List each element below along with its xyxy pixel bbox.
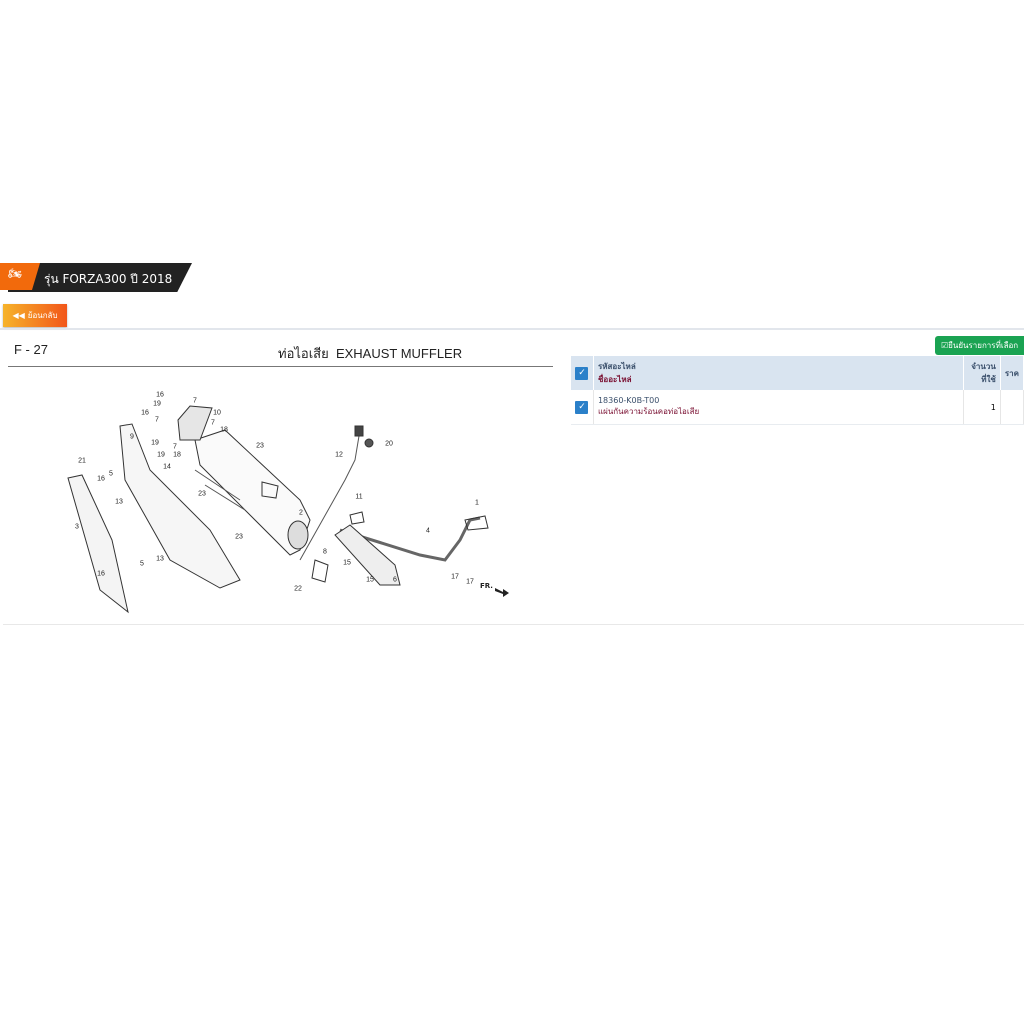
checkbox-icon: ☑ bbox=[941, 341, 949, 350]
part-price bbox=[1000, 390, 1024, 425]
part-qty: 1 bbox=[963, 390, 1001, 425]
motorcycle-icon: 🏍 bbox=[8, 267, 22, 280]
header-qty: จำนวน bbox=[971, 362, 996, 371]
callout-number: 13 bbox=[156, 555, 164, 563]
back-button[interactable]: ◀◀ ย้อนกลับ bbox=[3, 304, 67, 327]
double-chevron-left-icon: ◀◀ bbox=[12, 311, 25, 320]
part-name: แผ่นกันความร้อนคอท่อไอเสีย bbox=[597, 407, 700, 416]
confirm-label: ยืนยันรายการที่เลือก bbox=[948, 341, 1019, 350]
callout-number: 8 bbox=[323, 548, 327, 556]
callout-number: 7 bbox=[211, 419, 215, 427]
callout-number: 16 bbox=[97, 475, 105, 483]
callout-number: 10 bbox=[213, 409, 221, 417]
callout-number: 16 bbox=[156, 391, 164, 399]
figure-title: ท่อไอเสีย EXHAUST MUFFLER bbox=[278, 346, 463, 361]
row-checkbox[interactable]: ✓ bbox=[575, 400, 589, 414]
callout-number: 12 bbox=[335, 451, 343, 459]
part-code: 18360-K0B-T00 bbox=[597, 396, 660, 405]
callout-number: 1 bbox=[475, 499, 479, 507]
callout-number: 15 bbox=[343, 559, 351, 567]
back-button-label: ย้อนกลับ bbox=[27, 311, 58, 320]
callout-number: 17 bbox=[451, 573, 459, 581]
model-title: รุ่น FORZA300 ปี 2018 bbox=[44, 272, 173, 286]
callout-number: 19 bbox=[151, 439, 159, 447]
figure-code: F - 27 bbox=[14, 342, 48, 357]
callout-number: 23 bbox=[198, 490, 206, 498]
table-row: ✓ 18360-K0B-T00 แผ่นกันความร้อนคอท่อไอเสี… bbox=[571, 390, 1024, 425]
callout-number: 14 bbox=[163, 463, 171, 471]
callout-number: 15 bbox=[366, 576, 374, 584]
exhaust-parts-diagram: FR. bbox=[67, 405, 509, 614]
callout-number: 9 bbox=[130, 433, 134, 441]
callout-number: 11 bbox=[355, 493, 363, 501]
callout-number: 7 bbox=[193, 397, 197, 405]
callout-number: 4 bbox=[426, 527, 430, 535]
parts-table: ✓ รหัสอะไหล่ชื่ออะไหล่ จำนวนที่ใช้ ราค ✓… bbox=[571, 356, 1024, 425]
callout-number: 2 bbox=[299, 509, 303, 517]
callout-number: 6 bbox=[393, 576, 397, 584]
callout-number: 17 bbox=[466, 578, 474, 586]
header-name: ชื่ออะไหล่ bbox=[597, 375, 632, 384]
header-code: รหัสอะไหล่ bbox=[597, 362, 636, 371]
direction-label: FR. bbox=[480, 582, 493, 590]
callout-number: 5 bbox=[140, 560, 144, 568]
callout-number: 20 bbox=[385, 440, 393, 448]
callout-number: 18 bbox=[173, 451, 181, 459]
divider bbox=[0, 328, 1024, 330]
callout-number: 19 bbox=[153, 400, 161, 408]
callout-number: 7 bbox=[173, 443, 177, 451]
callout-number: 16 bbox=[141, 409, 149, 417]
callout-number: 21 bbox=[78, 457, 86, 465]
callout-number: 16 bbox=[97, 570, 105, 578]
callout-number: 7 bbox=[155, 416, 159, 424]
header-price: ราค bbox=[1000, 356, 1024, 390]
select-all-checkbox[interactable]: ✓ bbox=[575, 366, 589, 380]
callout-number: 5 bbox=[109, 470, 113, 478]
callout-number: 13 bbox=[115, 498, 123, 506]
callout-number: 23 bbox=[235, 533, 243, 541]
confirm-selection-button[interactable]: ☑ ยืนยันรายการที่เลือก bbox=[935, 336, 1024, 355]
callout-number: 22 bbox=[294, 585, 302, 593]
callout-number: 18 bbox=[220, 426, 228, 434]
callout-number: 3 bbox=[75, 523, 79, 531]
model-banner: 🏍 รุ่น FORZA300 ปี 2018 bbox=[0, 263, 192, 292]
fr-arrow-icon: FR. bbox=[480, 582, 509, 597]
callout-number: 23 bbox=[256, 442, 264, 450]
callout-number: 19 bbox=[157, 451, 165, 459]
figure-underline bbox=[8, 366, 553, 367]
header-qty-2: ที่ใช้ bbox=[981, 375, 996, 384]
section-divider bbox=[3, 624, 1024, 625]
